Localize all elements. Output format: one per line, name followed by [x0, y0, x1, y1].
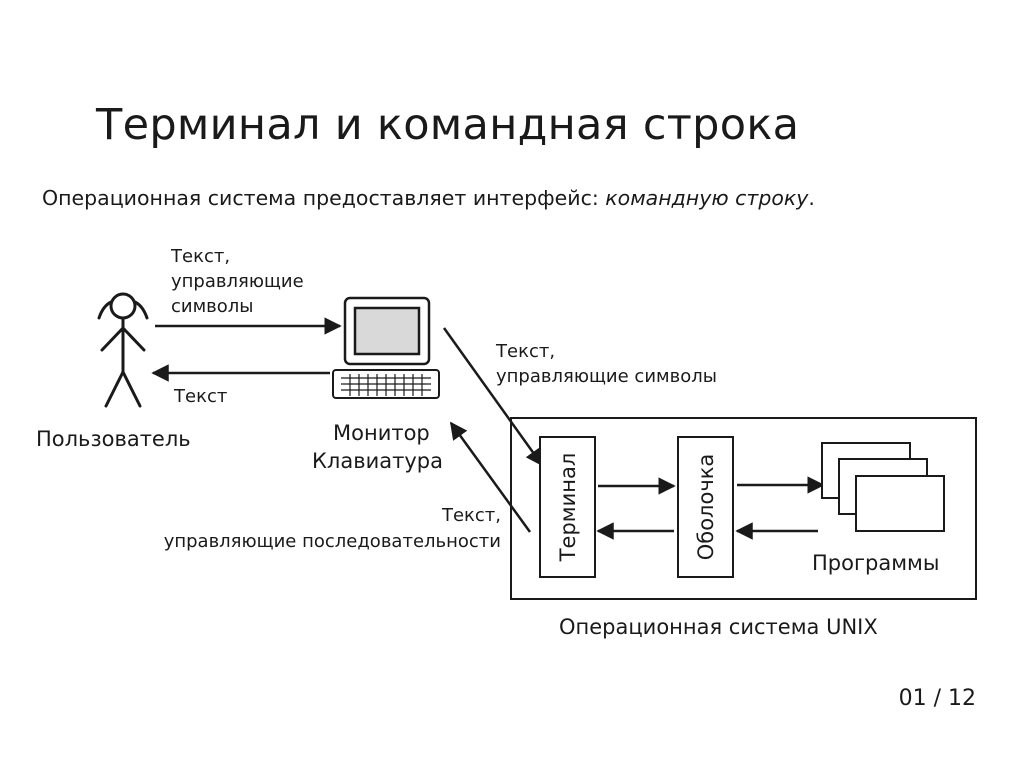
terminal-box: [539, 436, 596, 578]
arrow-device-to-user-label: Текст: [173, 386, 227, 407]
subtitle-text: Операционная система предоставляет интер…: [42, 186, 606, 210]
arrow-device-to-terminal-label-1: Текст,: [495, 341, 555, 362]
subtitle-period: .: [808, 186, 815, 210]
monitor-label: Монитор: [333, 421, 430, 445]
keyboard-icon: [332, 369, 440, 399]
arrow-user-to-device-label-2: управляющие: [171, 271, 304, 292]
arrow-terminal-to-device-label-2: управляющие последовательности: [164, 531, 501, 552]
slide-subtitle: Операционная система предоставляет интер…: [42, 186, 815, 210]
shell-box: [677, 436, 734, 578]
arrow-device-to-terminal-label-2: управляющие символы: [496, 366, 717, 387]
shell-label: Оболочка: [694, 454, 718, 561]
page-number: 01 / 12: [898, 686, 976, 711]
user-icon: [97, 292, 149, 408]
os-box: [510, 417, 977, 600]
subtitle-emphasis: командную строку: [605, 186, 809, 210]
slide-title: Терминал и командная строка: [96, 100, 800, 150]
user-label: Пользователь: [36, 427, 191, 451]
programs-label: Программы: [812, 551, 939, 575]
arrow-terminal-to-device-label-1: Текст,: [441, 505, 501, 526]
os-label: Операционная система UNIX: [559, 615, 878, 639]
arrow-user-to-device-label-3: символы: [171, 296, 254, 317]
terminal-label: Терминал: [556, 453, 580, 563]
keyboard-label: Клавиатура: [312, 449, 443, 473]
arrow-device-to-terminal: [442, 327, 544, 467]
programs-icon: [821, 442, 945, 532]
arrow-terminal-to-device: [449, 421, 532, 533]
arrow-user-to-device-label-1: Текст,: [170, 246, 230, 267]
computer-icon: [343, 296, 431, 366]
